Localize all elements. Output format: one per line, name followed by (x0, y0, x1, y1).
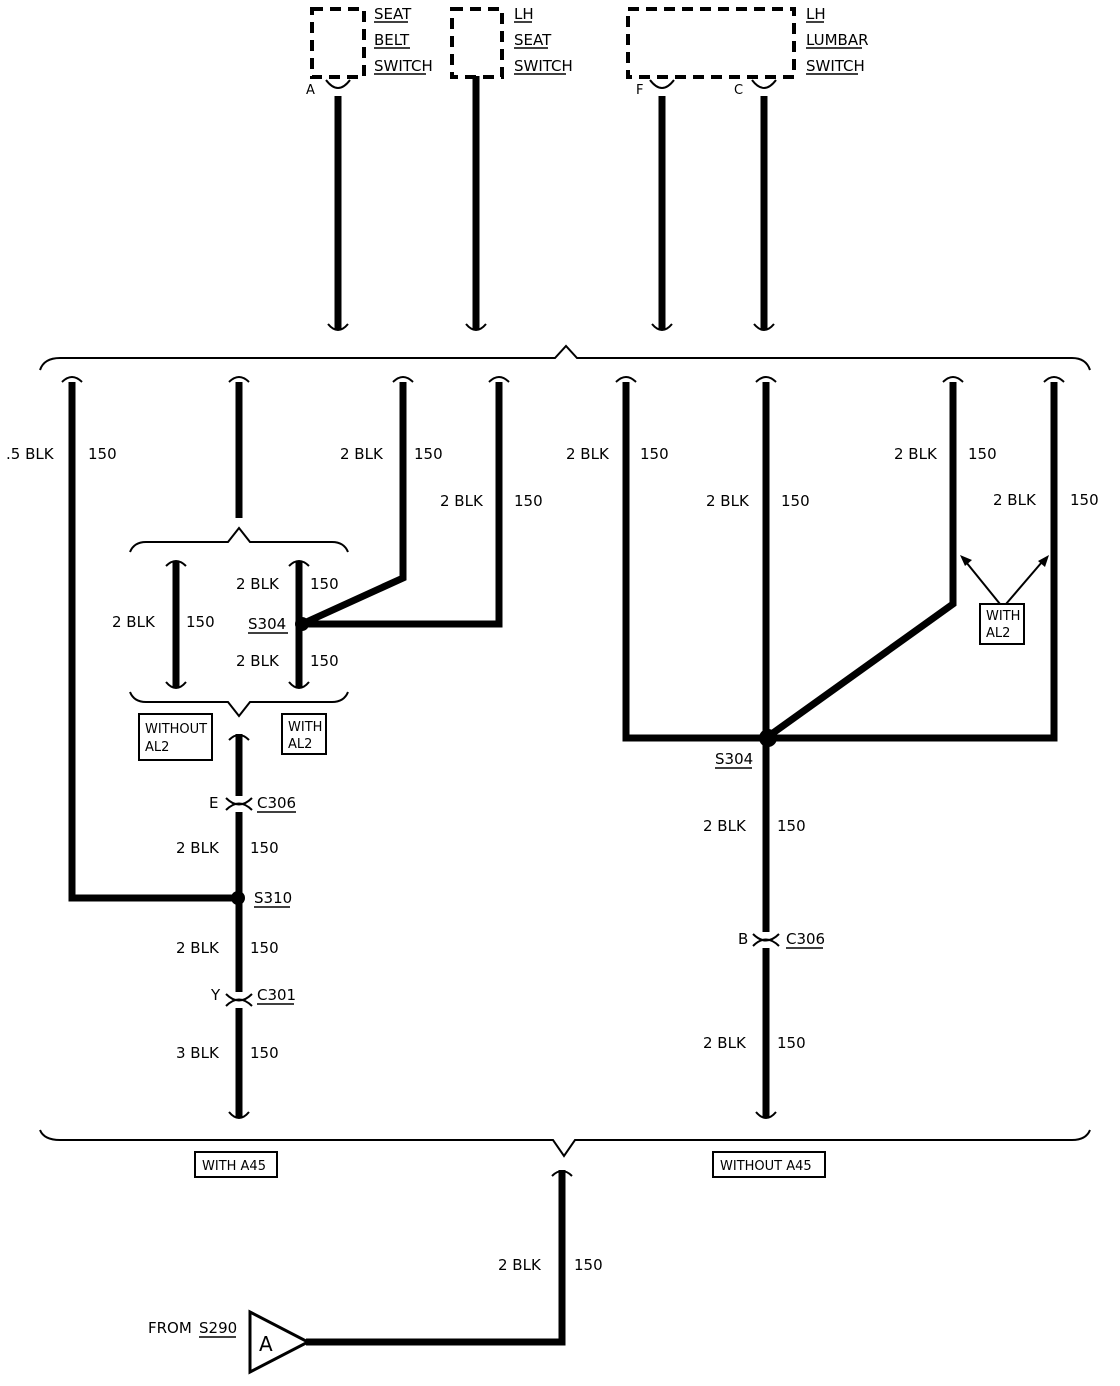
c306-left-pin: E (209, 794, 218, 812)
lh-lumbar-switch-label-1: LH (806, 5, 826, 23)
option-box-with-a45: WITH A45 (194, 1151, 278, 1178)
wire-size: 2 BLK (993, 491, 1037, 509)
splice-s304-right[interactable] (759, 729, 777, 747)
splice-s310[interactable] (231, 891, 245, 905)
option-box-with-al2-left: WITH AL2 (281, 713, 327, 755)
connector-c306-left[interactable]: E C306 (209, 794, 296, 813)
lh-seat-switch-label-1: LH (514, 5, 534, 23)
wire-circuit: 150 (777, 817, 806, 835)
lh-seat-switch-label-2: SEAT (514, 31, 552, 49)
wire-circuit: 150 (414, 445, 443, 463)
lh-lumbar-switch-label-2: LUMBAR (806, 31, 869, 49)
splice-s304-left-label: S304 (248, 615, 286, 633)
option-text: WITH (288, 720, 322, 735)
wire-size: 2 BLK (894, 445, 938, 463)
connector-c306-right[interactable]: B C306 (738, 930, 825, 949)
option-text: AL2 (145, 740, 169, 755)
wire-circuit: 150 (777, 1034, 806, 1052)
wire-size: 2 BLK (566, 445, 610, 463)
wire-circuit: 150 (1070, 491, 1099, 509)
c306-left-name: C306 (257, 794, 296, 812)
lower-option-brace (39, 1129, 1091, 1158)
wire-circuit: 150 (310, 575, 339, 593)
option-text: AL2 (288, 737, 312, 752)
wire-circuit: 150 (968, 445, 997, 463)
wire-circuit: 150 (310, 652, 339, 670)
option-box-without-a45: WITHOUT A45 (712, 1151, 826, 1178)
option-text: AL2 (986, 626, 1010, 641)
lh-lumbar-switch[interactable]: LH LUMBAR SWITCH F C (626, 5, 869, 98)
wire-size: 2 BLK (176, 839, 220, 857)
right-wire-labels: 2 BLK 150 2 BLK 150 2 BLK 150 2 BLK 150 … (566, 445, 1099, 1052)
splice-s310-label: S310 (254, 889, 292, 907)
splice-s304-right-label: S304 (715, 750, 753, 768)
option-text: WITH A45 (202, 1159, 266, 1174)
pin-f-label: F (636, 83, 643, 98)
lh-seat-switch[interactable]: LH SEAT SWITCH (450, 5, 573, 79)
wire-circuit: 150 (250, 939, 279, 957)
wire-size: .5 BLK (6, 445, 55, 463)
wire-size: 2 BLK (498, 1256, 542, 1274)
lh-seat-switch-label-3: SWITCH (514, 57, 573, 75)
wire-size: 2 BLK (176, 939, 220, 957)
c301-name: C301 (257, 986, 296, 1004)
c306-right-pin: B (738, 930, 748, 948)
wire-size: 2 BLK (440, 492, 484, 510)
top-wires (327, 76, 775, 331)
right-half-wiring (615, 376, 1065, 1119)
c301-pin: Y (210, 986, 221, 1004)
wire-circuit: 150 (88, 445, 117, 463)
wire-size: 2 BLK (236, 575, 280, 593)
wire-circuit: 150 (186, 613, 215, 631)
wire-size: 2 BLK (340, 445, 384, 463)
source-splice: S290 (199, 1319, 237, 1337)
wire-size: 2 BLK (112, 613, 156, 631)
wire-size: 2 BLK (706, 492, 750, 510)
seat-belt-switch-label-1: SEAT (374, 5, 412, 23)
wire-size: 2 BLK (236, 652, 280, 670)
wire-circuit: 150 (250, 839, 279, 857)
seat-belt-switch-label-2: BELT (374, 31, 410, 49)
wire-circuit: 150 (250, 1044, 279, 1062)
wire-circuit: 150 (781, 492, 810, 510)
source-symbol-a: A (259, 1332, 273, 1356)
splice-s304-left[interactable] (295, 617, 309, 631)
source-prefix: FROM (148, 1319, 192, 1337)
seat-belt-switch-label-3: SWITCH (374, 57, 433, 75)
pin-c-label: C (734, 83, 743, 98)
lh-lumbar-switch-label-3: SWITCH (806, 57, 865, 75)
wire-circuit: 150 (574, 1256, 603, 1274)
option-box-with-al2-right: WITH AL2 (979, 603, 1025, 645)
c306-right-name: C306 (786, 930, 825, 948)
source-from-s290[interactable]: A FROM S290 (148, 1309, 312, 1375)
pin-a-label: A (306, 83, 315, 98)
wire-circuit: 150 (514, 492, 543, 510)
seat-belt-switch[interactable]: SEAT BELT SWITCH A (306, 5, 433, 98)
wire-size: 2 BLK (703, 817, 747, 835)
left-half-wiring (61, 376, 510, 1119)
option-box-without-al2: WITHOUT AL2 (138, 713, 213, 761)
upper-option-brace (39, 344, 1091, 371)
option-text: WITH (986, 609, 1020, 624)
wire-size: 3 BLK (176, 1044, 220, 1062)
option-text: WITHOUT A45 (720, 1159, 812, 1174)
wire-size: 2 BLK (703, 1034, 747, 1052)
left-wire-labels: .5 BLK 150 2 BLK 150 2 BLK 150 2 BLK 150… (6, 445, 543, 1062)
option-text: WITHOUT (145, 722, 207, 737)
wire-circuit: 150 (640, 445, 669, 463)
feed-wire: 2 BLK 150 (306, 1170, 603, 1346)
connector-c301[interactable]: Y C301 (210, 986, 296, 1007)
